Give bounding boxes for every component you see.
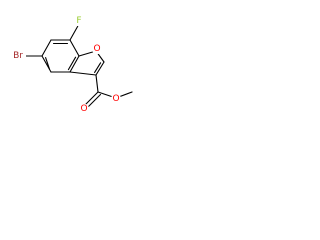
ester-oxygen-atom: O: [110, 93, 122, 105]
bond-c7-c7a: [69, 39, 80, 57]
bond-c2-c3: [95, 61, 105, 76]
fluorine-label: F: [76, 16, 81, 26]
atom-labels: F Br O O O: [10, 15, 122, 115]
carbonyl-oxygen-label: O: [80, 104, 87, 114]
bond-c7a-c3a-inner: [67, 56, 77, 71]
ring-oxygen-label: O: [93, 44, 100, 54]
bond-c5-c6: [41, 39, 52, 57]
bond-c3-c3a: [69, 71, 97, 76]
ester-oxygen-label: O: [112, 94, 119, 104]
bromine-label: Br: [13, 51, 23, 61]
bromine-atom: Br: [10, 50, 26, 62]
bond-c7a-c3a: [69, 55, 80, 73]
bond-carbonyl-double-o: [85, 91, 99, 105]
ring-oxygen-atom: O: [91, 43, 103, 55]
bond-c4-c5-inner: [45, 57, 51, 70]
fluorine-atom: F: [73, 15, 85, 27]
bond-c7-f: [69, 23, 80, 41]
molecule-structure: F Br O O O: [10, 15, 133, 115]
carbonyl-oxygen-atom: O: [78, 103, 90, 115]
bond-carbonyl-double-o-2: [87, 93, 102, 108]
bond-c3-carbonyl: [95, 74, 99, 93]
bond-c2-c3-inner: [94, 62, 102, 73]
